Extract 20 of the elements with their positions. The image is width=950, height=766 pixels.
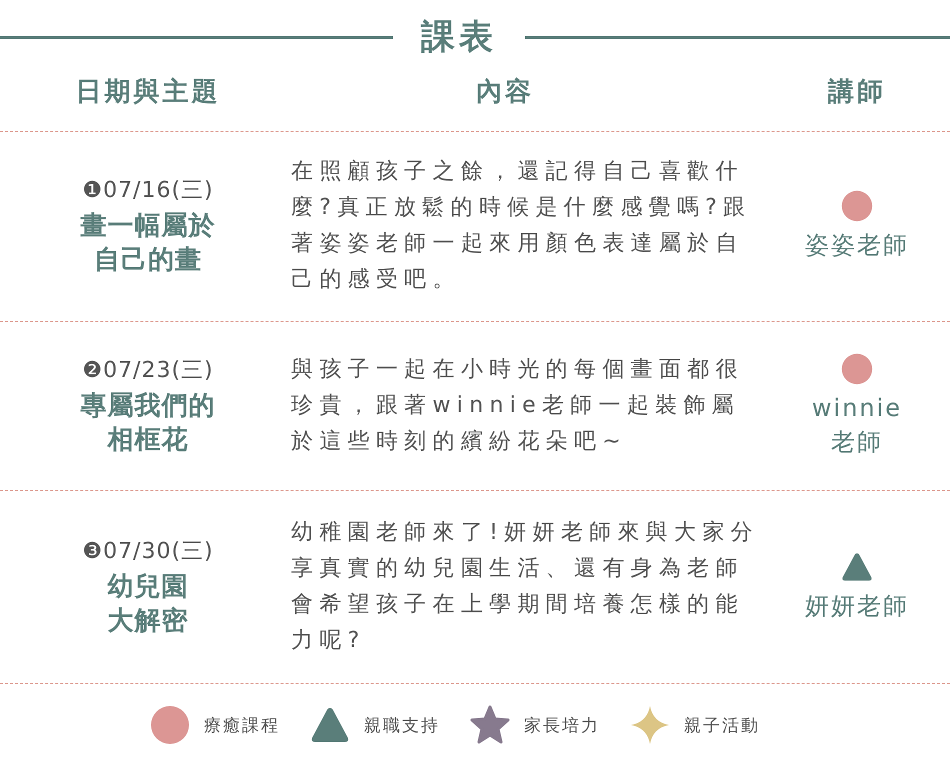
description-text: 與孩子一起在小時光的每個畫面都很珍貴，跟著winnie老師一起裝飾屬於這些時刻的繽紛花朵吧~ (291, 356, 745, 456)
legend-label: 家長培力 (524, 714, 600, 736)
topic-text: 畫一幅屬於自己的畫 (80, 210, 216, 277)
date-text: ❸07/30(三) (82, 538, 214, 566)
topic-text: 專屬我們的相框花 (80, 390, 216, 456)
title: 課表 (420, 16, 498, 59)
teacher-name: 姿姿老師 (804, 230, 910, 261)
legend-label: 親職支持 (364, 714, 440, 736)
column-header: 內容 (475, 76, 535, 109)
date-text: ❷07/23(三) (82, 356, 214, 384)
legend-label: 療癒課程 (204, 714, 280, 736)
description-text: 在照顧孩子之餘，還記得自己喜歡什麼?真正放鬆的時候是什麼感覺嗎?跟著姿姿老師一起來用顏色表達屬於自己的感受吧。 (291, 158, 752, 294)
description-text: 幼稚園老師來了!妍妍老師來與大家分享真實的幼兒園生活、還有身為老師會希望孩子在上學期間培養怎樣的能力呢? (291, 518, 760, 654)
topic-text: 幼兒園大解密 (106, 570, 190, 638)
column-header: 講師 (826, 76, 887, 109)
date-text: ❶07/16(三) (82, 177, 214, 205)
legend-label: 親子活動 (684, 714, 760, 736)
teacher-name: winnie 老師 (810, 392, 904, 458)
teacher-name: 妍妍老師 (804, 590, 910, 622)
column-header: 日期與主題 (74, 76, 222, 109)
